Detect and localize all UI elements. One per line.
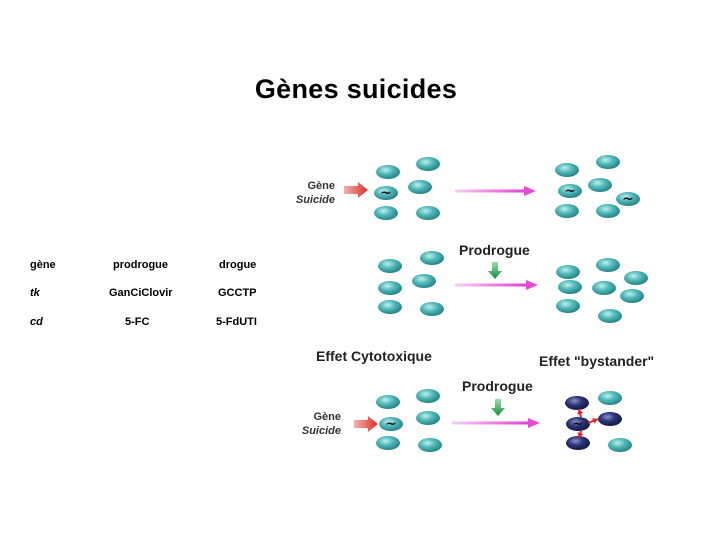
table-header-prodrug: prodrogue	[113, 259, 168, 271]
prodrug-arrow-icon	[488, 262, 502, 279]
cell-icon	[416, 206, 440, 220]
cell-icon	[420, 302, 444, 316]
cell-icon	[376, 165, 400, 179]
cell-icon	[616, 192, 640, 206]
cell-dark-icon	[565, 396, 589, 410]
cell-icon	[624, 271, 648, 285]
gene-delivery-arrow-icon	[344, 182, 368, 198]
cell-icon	[416, 411, 440, 425]
gene-marker-icon: ~	[385, 416, 397, 432]
cell-dark-icon	[566, 436, 590, 450]
cell-icon	[596, 204, 620, 218]
cell-icon	[376, 436, 400, 450]
gene-marker-icon: ~	[572, 416, 584, 432]
cell-icon	[598, 391, 622, 405]
cell-icon	[378, 300, 402, 314]
prodrug-arrow-icon	[491, 399, 505, 416]
cell-icon	[596, 258, 620, 272]
cell-icon	[592, 281, 616, 295]
cell-icon	[378, 259, 402, 273]
cell-icon	[408, 180, 432, 194]
gene-label-line1: Gène	[307, 180, 335, 192]
cell-icon	[598, 309, 622, 323]
cell-icon	[416, 389, 440, 403]
cell-icon	[378, 281, 402, 295]
cell-icon	[374, 206, 398, 220]
cell-icon	[376, 395, 400, 409]
cell-icon	[416, 157, 440, 171]
slide-title: Gènes suicides	[254, 74, 458, 104]
table-row-1-gene: tk	[30, 287, 40, 299]
cell-icon	[374, 186, 398, 200]
cell-icon	[588, 178, 612, 192]
cell-icon	[412, 274, 436, 288]
gene-marker-icon: ~	[564, 183, 576, 199]
bystander-arrow-icon	[577, 430, 584, 439]
effet-cytotoxique-label: Effet Cytotoxique	[316, 348, 432, 364]
gene-label-line2: Suicide	[301, 425, 341, 437]
prodrogue-label-bottom: Prodrogue	[462, 378, 533, 394]
cell-icon	[420, 251, 444, 265]
table-header-gene: gène	[30, 259, 56, 271]
cell-icon	[596, 155, 620, 169]
table-row-2-prodrug: 5-FC	[125, 316, 150, 328]
gene-label-line1: Gène	[313, 411, 341, 423]
table-row-1-prodrug: GanCiClovir	[109, 287, 173, 299]
gene-marker-icon: ~	[380, 185, 392, 201]
gene-label-line2: Suicide	[295, 194, 335, 206]
cell-icon	[556, 299, 580, 313]
gene-suicide-label-bottom: Gène Suicide	[281, 410, 341, 438]
gene-marker-icon: ~	[622, 191, 634, 207]
cell-dark-icon	[598, 412, 622, 426]
process-arrow-icon	[455, 186, 536, 196]
cell-icon	[558, 184, 582, 198]
cell-dark-icon	[566, 417, 590, 431]
cell-icon	[555, 204, 579, 218]
table-header-drug: drogue	[219, 259, 257, 271]
effet-bystander-label: Effet "bystander"	[539, 353, 655, 369]
gene-suicide-label-top: Gène Suicide	[275, 179, 335, 207]
cell-icon	[555, 163, 579, 177]
cell-icon	[620, 289, 644, 303]
cell-icon	[608, 438, 632, 452]
cell-icon	[418, 438, 442, 452]
cell-icon	[379, 417, 403, 431]
table-row-1-drug: GCCTP	[218, 287, 257, 299]
process-arrow-icon	[452, 418, 540, 428]
bystander-arrow-icon	[587, 418, 599, 424]
bystander-arrow-icon	[577, 408, 584, 418]
table-row-2-gene: cd	[30, 316, 43, 328]
cell-icon	[558, 280, 582, 294]
cell-icon	[556, 265, 580, 279]
process-arrow-icon	[455, 280, 538, 290]
prodrogue-label-top: Prodrogue	[459, 242, 530, 258]
gene-delivery-arrow-icon	[354, 416, 378, 432]
table-row-2-drug: 5-FdUTI	[216, 316, 257, 328]
